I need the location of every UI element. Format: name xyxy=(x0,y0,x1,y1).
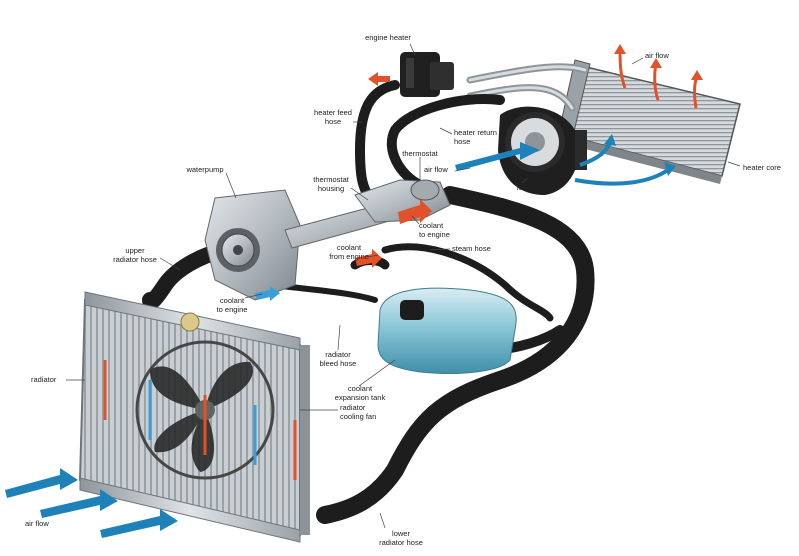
label-coolant-from-engine: coolant from engine xyxy=(329,243,369,261)
heater-airflow-arrows xyxy=(614,44,703,109)
label-radiator: radiator xyxy=(31,375,57,384)
label-thermostat: thermostat xyxy=(402,149,438,158)
label-heater-core: heater core xyxy=(743,163,781,172)
label-heater-return-hose: heater return hose xyxy=(454,128,497,146)
label-radiator-bleed-hose: radiator bleed hose xyxy=(319,350,357,368)
label-upper-radiator-hose: upper radiator hose xyxy=(113,246,157,264)
coolant-flow-arrows xyxy=(255,72,432,301)
label-coolant-to-engine-bottom: coolant to engine xyxy=(216,296,248,314)
blue-airflow-arrows xyxy=(5,134,676,538)
label-steam-hose: steam hose xyxy=(452,244,491,253)
hoses xyxy=(142,80,595,524)
label-waterpump: waterpump xyxy=(186,165,224,174)
label-radiator-cooling-fan: radiator cooling fan xyxy=(340,403,377,421)
radiator-flow-arrows xyxy=(103,360,297,480)
radiator-cooling-fan xyxy=(135,340,275,480)
label-air-flow-fan: air flow xyxy=(424,165,448,174)
label-engine-heater: engine heater xyxy=(365,33,411,42)
label-thermostat-housing: thermostat housing xyxy=(313,175,349,193)
engine-heater xyxy=(400,52,454,97)
label-fan: fan xyxy=(516,183,528,192)
leader-lines xyxy=(66,43,741,529)
label-coolant-expansion-tank: coolant expansion tank xyxy=(334,384,386,402)
coolant-expansion-tank xyxy=(377,287,517,374)
label-lower-radiator-hose: lower radiator hose xyxy=(379,529,423,547)
heater-pipes xyxy=(466,63,589,112)
label-heater-feed-hose: heater feed hose xyxy=(314,108,352,126)
label-air-flow-bottom: air flow xyxy=(25,519,49,528)
label-coolant-to-engine-top: coolant to engine xyxy=(419,221,450,239)
label-air-flow-top: air flow xyxy=(645,51,669,60)
